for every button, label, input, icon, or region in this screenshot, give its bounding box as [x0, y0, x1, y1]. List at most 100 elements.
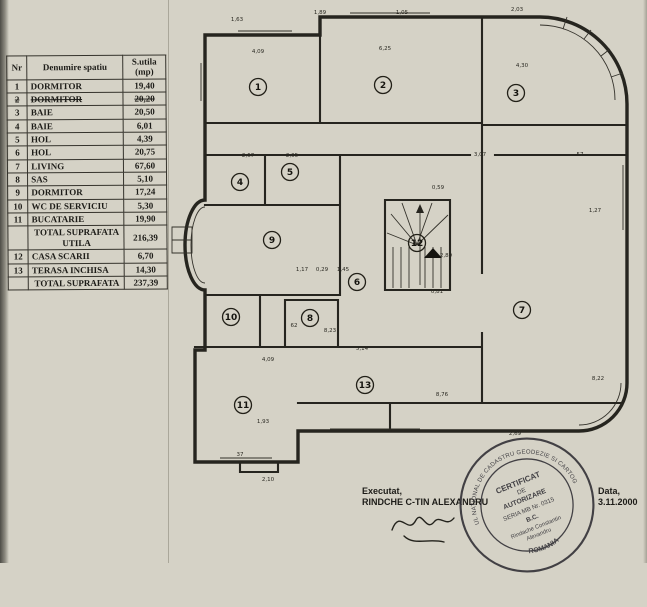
- outer-wall-path: [183, 15, 629, 464]
- room-marker: 1: [248, 77, 268, 97]
- table-cell-area: 20,75: [123, 145, 167, 159]
- left-bay-inner-arc: [190, 206, 206, 284]
- section-mark-triangle: [424, 248, 442, 258]
- executat-label: Executat,: [362, 486, 403, 496]
- staircase: [386, 202, 449, 288]
- table-cell-area: 19,40: [122, 78, 166, 93]
- table-cell-area: 216,39: [123, 225, 168, 250]
- room-number: 7: [519, 306, 525, 316]
- scan-edge-shadow-left: [0, 0, 9, 563]
- room-marker: 9: [262, 230, 282, 250]
- table-cell-name: DORMITOR: [27, 185, 124, 200]
- window-lines: [200, 12, 624, 459]
- executat-name: RINDCHE C-TIN ALEXANDRU: [362, 496, 489, 507]
- dimension-label: 0,29: [316, 267, 329, 273]
- table-cell-nr: [7, 226, 29, 251]
- dimension-label: 4,09: [252, 49, 265, 55]
- executat-block: Executat, RINDCHE C-TIN ALEXANDRU: [362, 486, 488, 508]
- table-cell-area: 5,30: [123, 198, 167, 213]
- dimension-label: 2,89: [440, 253, 453, 259]
- room-marker: 6: [347, 272, 367, 292]
- dimension-label: 3,07: [474, 152, 487, 158]
- dimension-label: 2,10: [262, 477, 275, 483]
- room-number: 9: [269, 236, 275, 246]
- table-cell-name: BAIE: [27, 118, 124, 133]
- table-cell-name: BUCATARIE: [27, 212, 124, 227]
- signature: [391, 516, 455, 543]
- table-cell-name: HOL: [27, 145, 124, 160]
- room-marker: 8: [300, 308, 320, 328]
- room-circle: [300, 308, 320, 328]
- dimension-label: 2,67: [242, 153, 255, 159]
- room-marker: 2: [373, 75, 393, 95]
- bay-window-mullions: [562, 16, 624, 78]
- table-cell-nr: 3: [7, 106, 28, 120]
- table-cell-nr: 8: [7, 173, 28, 187]
- room-circle: [230, 172, 250, 192]
- dimension-label: 4,09: [262, 357, 275, 363]
- table-cell-area: 17,24: [123, 185, 167, 200]
- table-cell-nr: 1: [6, 79, 28, 94]
- table-cell-nr: 13: [8, 263, 29, 277]
- table-header-row: Nr Denumire spatiu S.utila (mp): [6, 54, 166, 80]
- room-marker: 4: [230, 172, 250, 192]
- table-cell-name: HOL: [27, 132, 124, 147]
- dimension-label: 1,93: [257, 419, 270, 425]
- room-marker: 5: [280, 162, 300, 182]
- table-cell-area: 19,90: [123, 212, 167, 226]
- table-cell-nr: 7: [7, 159, 28, 174]
- table-cell-nr: 12: [8, 250, 29, 264]
- table-cell-area: 20,50: [123, 105, 167, 119]
- dimension-label: 1,17: [296, 267, 309, 273]
- stamp-inner-ring: [480, 458, 574, 552]
- dimension-label: 0,59: [432, 185, 445, 191]
- room-number: 2: [380, 81, 386, 91]
- room-circle: [248, 77, 268, 97]
- table-cell-area: 5,10: [123, 172, 167, 186]
- room-circle: [221, 307, 241, 327]
- table-cell-nr: 6: [7, 146, 28, 160]
- table-cell-name: BAIE: [27, 105, 124, 120]
- table-cell-name: TERASA INCHISA: [28, 262, 125, 277]
- dimension-label: 37: [237, 452, 244, 458]
- dimension-label: 8,76: [436, 392, 449, 398]
- table-cell-nr: 2: [6, 92, 28, 107]
- table-cell-nr: [8, 276, 29, 291]
- table-cell-area: 237,39: [124, 275, 168, 290]
- room-number: 11: [237, 401, 250, 411]
- room-circle: [347, 272, 367, 292]
- room-circle: [355, 375, 375, 395]
- stair-arrowhead: [416, 204, 424, 213]
- room-marker: 3: [506, 83, 526, 103]
- table-cell-area: 14,30: [124, 262, 168, 277]
- date-block: Data, 3.11.2000: [598, 486, 638, 508]
- dimension-label: 1,27: [589, 208, 602, 214]
- table-cell-name: TOTAL SUPRAFATA: [28, 276, 125, 291]
- room-number: 10: [225, 313, 238, 323]
- dimension-label: 2,03: [511, 7, 524, 13]
- room-marker: 12: [407, 233, 427, 253]
- table-cell-name: WC DE SERVICIU: [27, 199, 124, 214]
- col-header-area: S.utila (mp): [122, 54, 166, 79]
- stamp-line-2: DE: [516, 487, 527, 497]
- scan-edge-shadow-right: [643, 0, 647, 563]
- table-cell-area: 4,39: [123, 132, 167, 146]
- stamp-line-5: B.C.: [525, 513, 540, 524]
- room-circle: [373, 75, 393, 95]
- room-number: 4: [237, 178, 243, 188]
- col-header-name: Denumire spatiu: [26, 55, 123, 80]
- table-cell-name: TOTAL SUPRAFATA UTILA: [28, 225, 125, 251]
